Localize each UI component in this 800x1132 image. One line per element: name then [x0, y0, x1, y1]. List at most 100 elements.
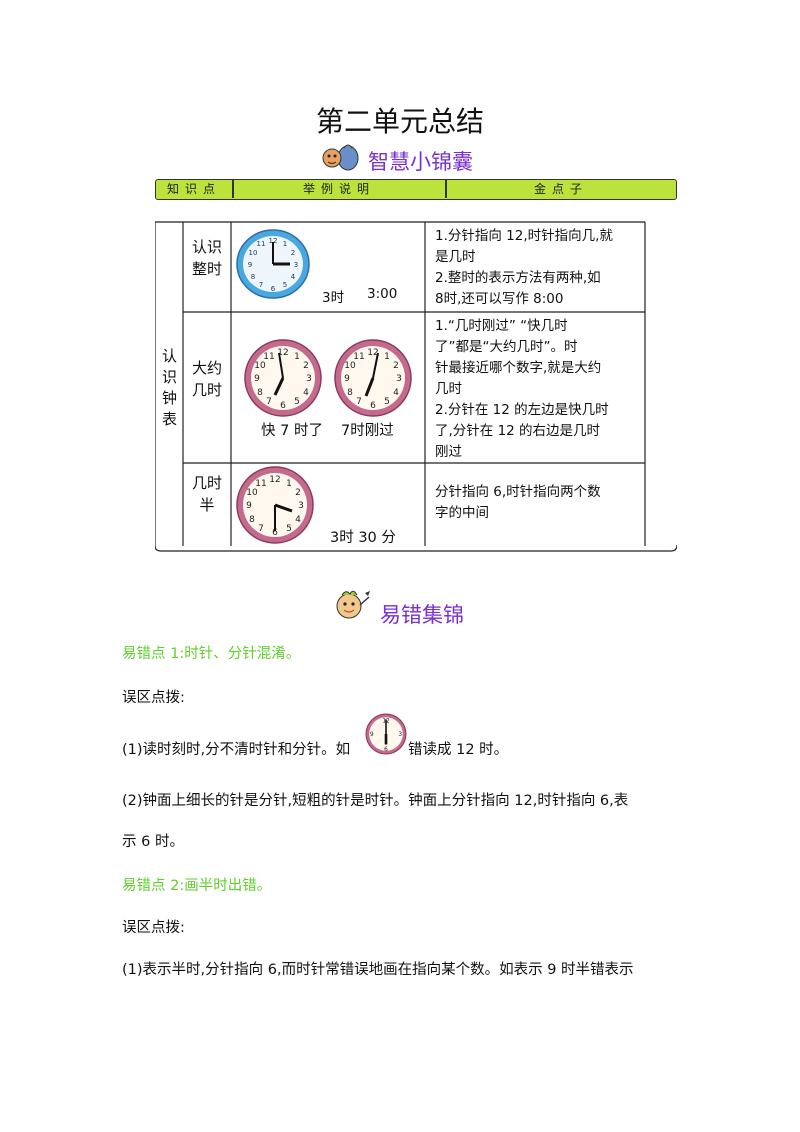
- note-line: 2.整时的表示方法有两种,如: [435, 270, 601, 286]
- note-line: 字的中间: [435, 505, 489, 521]
- topic-line: 认识: [191, 238, 222, 256]
- header-divider: [445, 180, 447, 198]
- svg-text:8: 8: [347, 388, 353, 398]
- svg-text:3: 3: [298, 501, 304, 511]
- mascot-with-bag-icon: [322, 144, 359, 171]
- svg-text:4: 4: [303, 388, 309, 398]
- svg-text:1: 1: [384, 352, 390, 362]
- svg-text:6: 6: [271, 285, 276, 293]
- svg-text:12: 12: [269, 237, 278, 245]
- svg-text:6: 6: [370, 401, 376, 411]
- svg-text:7: 7: [266, 397, 272, 407]
- topic-line: 大约: [191, 359, 222, 377]
- svg-text:2: 2: [393, 361, 399, 371]
- svg-text:1: 1: [283, 240, 287, 248]
- svg-text:8: 8: [251, 273, 255, 281]
- error-point-1-para-2-line1: (2)钟面上细长的针是分针,短粗的针是时针。钟面上分针指向 12,时针指向 6,…: [122, 793, 629, 809]
- section-heading-errors: 易错集锦: [380, 603, 464, 627]
- section-heading-tips: 智慧小锦囊: [368, 150, 473, 174]
- svg-text:10: 10: [246, 488, 258, 498]
- note-line: 8时,还可以写作 8:00: [435, 291, 564, 307]
- topic-line: 整时: [191, 260, 222, 278]
- note-line: 是几时: [435, 249, 476, 265]
- error-point-2-para-1: (1)表示半时,分针指向 6,而时针常错误地画在指向某个数。如表示 9 时半错表…: [122, 962, 634, 978]
- error-point-2-title: 易错点 2:画半时出错。: [122, 878, 272, 894]
- header-tips: 金点子: [533, 182, 588, 196]
- svg-text:2: 2: [295, 488, 301, 498]
- note-line: 了”都是“大约几时”。时: [435, 339, 578, 355]
- svg-text:7: 7: [258, 524, 264, 534]
- svg-text:11: 11: [263, 352, 274, 362]
- row2-topic: 大约 几时: [187, 357, 227, 401]
- clock-caption: 3:00: [367, 286, 398, 302]
- header-knowledge: 知识点: [166, 182, 221, 196]
- category-char: 钟: [162, 389, 178, 407]
- topic-line: 几时: [191, 474, 222, 492]
- svg-text:8: 8: [257, 388, 263, 398]
- svg-text:10: 10: [254, 361, 266, 371]
- category-label: 认 识 钟 表: [162, 346, 178, 430]
- svg-text:7: 7: [356, 397, 362, 407]
- row1-notes: 1.分针指向 12,时针指向几,就 是几时 2.整时的表示方法有两种,如 8时,…: [435, 226, 645, 310]
- error-point-1-para-1a: (1)读时刻时,分不清时针和分针。如: [122, 742, 351, 758]
- note-line: 1.分针指向 12,时针指向几,就: [435, 228, 613, 244]
- svg-text:12: 12: [367, 348, 378, 358]
- svg-text:3: 3: [306, 374, 312, 384]
- mascot-pointing-icon: [336, 590, 370, 619]
- category-char: 表: [162, 410, 178, 428]
- svg-text:6: 6: [272, 528, 278, 538]
- table-grid: [155, 221, 677, 552]
- svg-text:10: 10: [249, 249, 258, 257]
- row1-topic: 认识 整时: [187, 236, 227, 280]
- svg-text:12: 12: [269, 475, 280, 485]
- clock-caption: 7时刚过: [341, 423, 394, 439]
- category-char: 识: [162, 368, 178, 386]
- topic-line: 半: [199, 496, 215, 514]
- svg-text:2: 2: [303, 361, 309, 371]
- table-header-bar: 知识点 举例说明 金点子: [155, 179, 677, 200]
- row3-notes: 分针指向 6,时针指向两个数 字的中间: [435, 482, 645, 524]
- svg-text:11: 11: [353, 352, 364, 362]
- svg-text:9: 9: [248, 261, 252, 269]
- svg-text:12: 12: [277, 348, 288, 358]
- svg-text:9: 9: [246, 501, 252, 511]
- svg-text:5: 5: [286, 524, 292, 534]
- row2-notes: 1.“几时刚过” “快几时 了”都是“大约几时”。时 针最接近哪个数字,就是大约…: [435, 316, 645, 463]
- note-line: 2.分针在 12 的左边是快几时: [435, 402, 609, 418]
- error-point-1-para-2-line2: 示 6 时。: [122, 834, 184, 850]
- svg-text:3: 3: [398, 732, 402, 738]
- header-divider: [232, 180, 234, 198]
- category-char: 认: [162, 347, 178, 365]
- svg-text:6: 6: [384, 747, 388, 753]
- note-line: 几时: [435, 381, 462, 397]
- svg-text:4: 4: [291, 273, 296, 281]
- note-line: 了,分针在 12 的右边是几时: [435, 423, 601, 439]
- svg-text:11: 11: [255, 479, 266, 489]
- svg-text:2: 2: [291, 249, 295, 257]
- clock-caption: 3时 30 分: [330, 530, 396, 546]
- svg-text:3: 3: [294, 261, 298, 269]
- svg-text:1: 1: [286, 479, 292, 489]
- svg-text:6: 6: [280, 401, 286, 411]
- note-line: 刚过: [435, 444, 462, 460]
- svg-text:10: 10: [344, 361, 356, 371]
- svg-text:11: 11: [257, 240, 266, 248]
- clock-caption: 3时: [322, 290, 345, 306]
- note-line: 分针指向 6,时针指向两个数: [435, 484, 601, 500]
- header-examples: 举例说明: [302, 182, 375, 196]
- error-point-1-title: 易错点 1:时针、分针混淆。: [122, 646, 301, 662]
- note-line: 针最接近哪个数字,就是大约: [435, 360, 602, 376]
- page-title: 第二单元总结: [315, 105, 484, 138]
- svg-text:3: 3: [396, 374, 402, 384]
- svg-text:5: 5: [294, 397, 300, 407]
- error-point-1-tip-label: 误区点拨:: [122, 690, 185, 706]
- row3-topic: 几时 半: [187, 472, 227, 516]
- svg-text:5: 5: [283, 281, 287, 289]
- svg-text:4: 4: [393, 388, 399, 398]
- note-line: 1.“几时刚过” “快几时: [435, 318, 568, 334]
